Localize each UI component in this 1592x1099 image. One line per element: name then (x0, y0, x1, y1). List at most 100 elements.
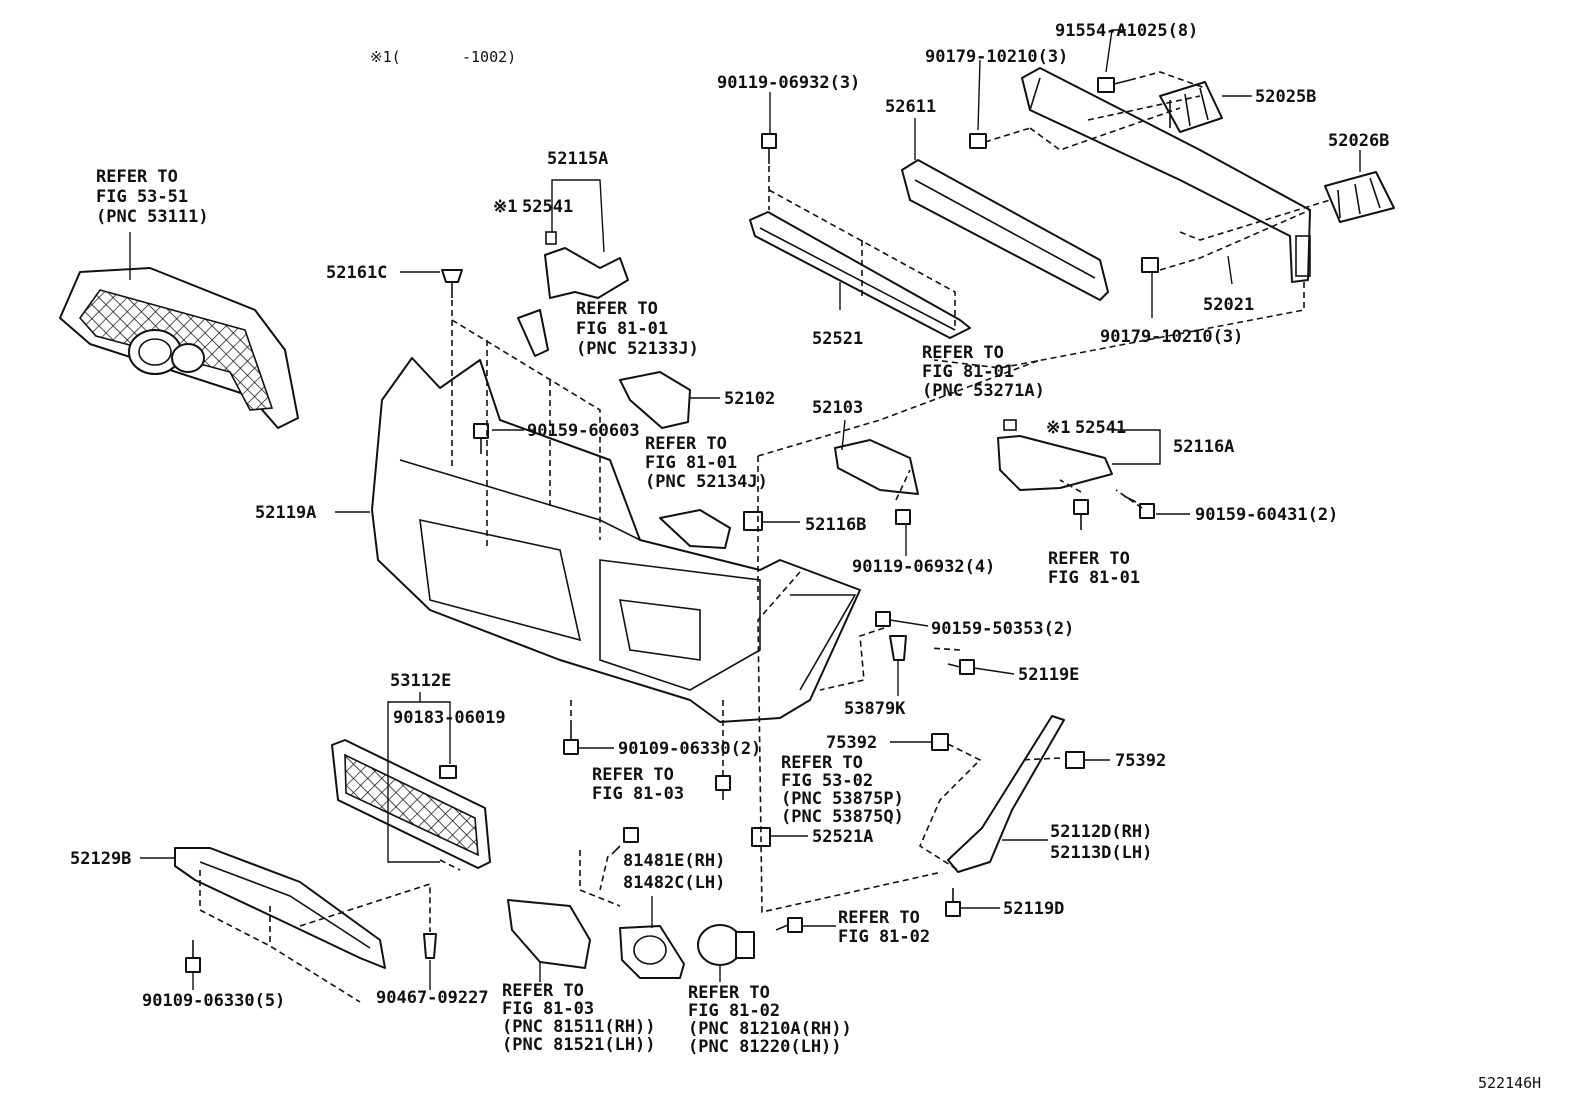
clip-90159-50353-icon (875, 611, 891, 627)
label-53879k: 53879K (844, 699, 906, 719)
refer-line: REFER TO (781, 753, 863, 773)
label-91554-a1025: 91554-A1025(8) (1055, 21, 1198, 41)
label-52103: 52103 (812, 398, 863, 418)
clip-75392b-icon (1065, 751, 1085, 769)
clip-52541a-icon (545, 231, 557, 245)
label-52112d-rh: 52112D(RH) (1050, 822, 1152, 842)
refer-line: REFER TO (688, 983, 770, 1003)
refer-line: FIG 53-51 (96, 187, 188, 207)
bumper-retainer (749, 211, 971, 339)
clip-52161c-icon (441, 269, 463, 298)
refer-line: (PNC 52134J) (645, 472, 768, 492)
bolt-52119e-icon (947, 659, 975, 675)
refer-line: (PNC 81210A(RH)) (688, 1019, 852, 1039)
label-52541-mark-left: ※1 (493, 197, 517, 217)
label-52119d: 52119D (1003, 899, 1064, 919)
bracket-52026b (1324, 171, 1395, 223)
bolt-90109a-icon (563, 724, 579, 755)
refer-line: FIG 81-03 (592, 784, 684, 804)
label-90119-06932-3: 90119-06932(3) (717, 73, 860, 93)
label-52113d-lh: 52113D(LH) (1050, 843, 1152, 863)
radiator-grille (59, 267, 299, 429)
leader-lines (129, 29, 1361, 990)
label-52115a: 52115A (547, 149, 608, 169)
clip-52541b-icon (1003, 419, 1017, 431)
side-retainer-left (544, 247, 629, 299)
bolt-ref81-01-icon (1073, 499, 1089, 530)
part-labels: 91554-A1025(8) 90179-10210(3) 90119-0693… (70, 21, 1389, 1011)
bolt-90159-60603-icon (473, 423, 489, 454)
refer-fig-81-01-52134j: REFER TO FIG 81-01 (PNC 52134J) (645, 434, 768, 492)
label-52021: 52021 (1203, 295, 1254, 315)
refer-line: FIG 81-01 (1048, 568, 1140, 588)
refer-line: (PNC 53111) (96, 207, 209, 227)
label-52611: 52611 (885, 97, 936, 117)
label-52541-left: 52541 (522, 197, 573, 217)
refer-fig-81-02-right: REFER TO FIG 81-02 (838, 908, 930, 947)
refer-fig-53-02: REFER TO FIG 53-02 (PNC 53875P) (PNC 538… (781, 753, 904, 827)
energy-absorber (901, 159, 1109, 301)
label-52025b: 52025B (1255, 87, 1316, 107)
bumper-reinforcement (1021, 67, 1311, 283)
refer-line: (PNC 53875P) (781, 789, 904, 809)
bolt-90159-60431-icon (1123, 495, 1155, 519)
refer-line: (PNC 53875Q) (781, 807, 904, 827)
bracket-52025b (1159, 81, 1223, 133)
refer-line: FIG 81-01 (922, 362, 1014, 382)
nut-90179b-icon (1141, 257, 1159, 273)
refer-line: (PNC 81521(LH)) (502, 1035, 656, 1055)
label-52129b: 52129B (70, 849, 131, 869)
screw-90109b-icon (185, 940, 201, 973)
fog-lamp-bezel (619, 925, 685, 979)
note-prefix: ※1( (370, 48, 401, 66)
refer-fig-81-03-top: REFER TO FIG 81-03 (592, 765, 684, 804)
label-52541-mark-right: ※1 (1046, 418, 1070, 438)
refer-to-notes: REFER TO FIG 53-51 (PNC 53111) REFER TO … (96, 167, 1140, 1057)
bolt-90119a-icon (761, 133, 777, 164)
refer-line: FIG 81-01 (645, 453, 737, 473)
clip-90467-icon (423, 933, 437, 959)
refer-line: FIG 81-01 (576, 319, 668, 339)
refer-line: REFER TO (922, 343, 1004, 363)
label-81482c-lh: 81482C(LH) (623, 873, 725, 893)
label-90109-06330-2: 90109-06330(2) (618, 739, 761, 759)
side-molding (947, 715, 1065, 873)
fog-lamp-cover (507, 899, 591, 969)
lower-grille (331, 739, 491, 869)
label-90179-10210-top: 90179-10210(3) (925, 47, 1068, 67)
refer-line: REFER TO (1048, 549, 1130, 569)
refer-fig-81-03-bottom: REFER TO FIG 81-03 (PNC 81511(RH)) (PNC … (502, 981, 656, 1055)
label-81481e-rh: 81481E(RH) (623, 851, 725, 871)
label-53112e: 53112E (390, 671, 451, 691)
bracket-52134j (659, 509, 731, 549)
clip-52116b-icon (743, 511, 763, 531)
refer-line: REFER TO (576, 299, 658, 319)
clip-75392a-icon (931, 733, 949, 751)
bumper-cover (371, 357, 861, 723)
label-90159-60431: 90159-60431(2) (1195, 505, 1338, 525)
bolt-52119d-icon (945, 888, 961, 917)
refer-fig-81-01-right: REFER TO FIG 81-01 (1048, 549, 1140, 588)
label-90183-06019: 90183-06019 (393, 708, 506, 728)
bolt-91554-icon (1097, 77, 1131, 93)
label-52026b: 52026B (1328, 131, 1389, 151)
clip-90183-icon (439, 765, 457, 779)
label-90109-06330-5: 90109-06330(5) (142, 991, 285, 1011)
label-90159-50353: 90159-50353(2) (931, 619, 1074, 639)
label-52161c: 52161C (326, 263, 387, 283)
assembly-lines (199, 71, 1331, 1003)
label-52541-right: 52541 (1075, 418, 1126, 438)
label-90159-60603: 90159-60603 (527, 421, 640, 441)
refer-line: (PNC 52133J) (576, 339, 699, 359)
label-75392-left: 75392 (826, 733, 877, 753)
bolt-90119b-icon (895, 509, 911, 525)
label-52119a: 52119A (255, 503, 316, 523)
label-52521: 52521 (812, 329, 863, 349)
diagram-id: 522146H (1478, 1074, 1541, 1092)
label-52102: 52102 (724, 389, 775, 409)
bolt-ref53-02-icon (715, 775, 731, 800)
label-90119-06932-4: 90119-06932(4) (852, 557, 995, 577)
refer-line: FIG 53-02 (781, 771, 873, 791)
fog-lamp (697, 924, 755, 966)
bracket-52133j (517, 309, 549, 357)
